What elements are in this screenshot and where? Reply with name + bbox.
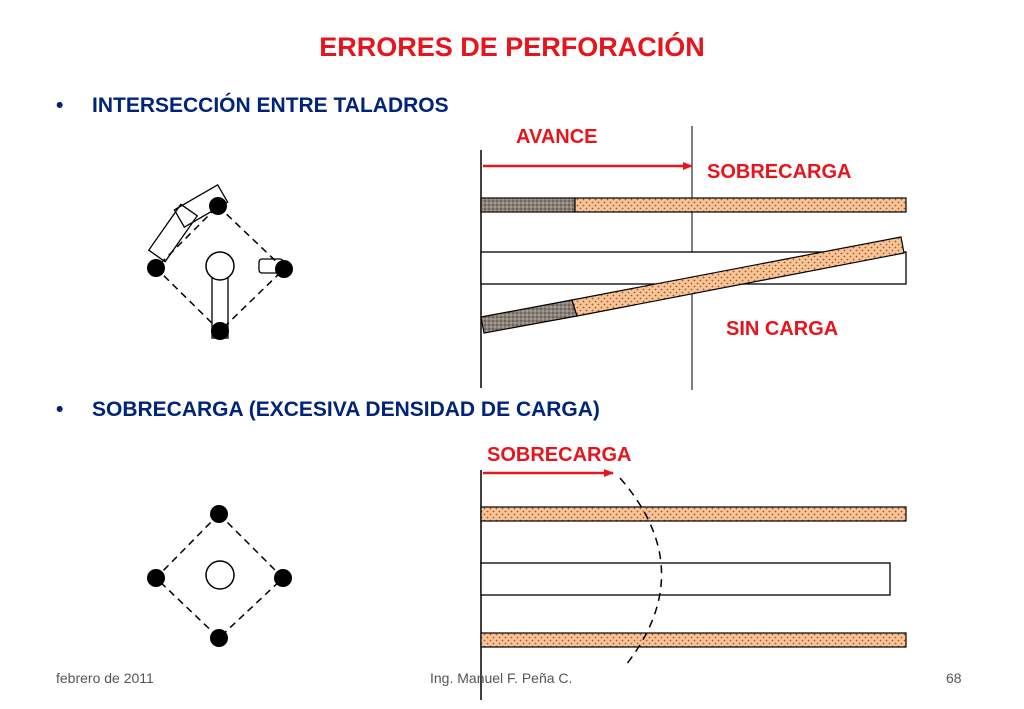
blast-hole	[210, 505, 228, 523]
bullet-dot: •	[56, 398, 64, 421]
explosive-charge	[480, 632, 907, 648]
blast-hole	[209, 197, 227, 215]
bullet-interseccion: • INTERSECCIÓN ENTRE TALADROS	[56, 94, 449, 118]
stemming	[480, 197, 576, 213]
blast-hole	[210, 629, 228, 647]
explosive-charge-inclined	[571, 236, 905, 317]
bullet-sobrecarga: • SOBRECARGA (EXCESIVA DENSIDAD DE CARGA)	[56, 398, 600, 422]
section-intersection	[480, 126, 907, 390]
explosive-charge	[480, 506, 907, 522]
blast-hole	[274, 569, 292, 587]
blast-hole	[147, 569, 165, 587]
bullet-sobrecarga-text: SOBRECARGA (EXCESIVA DENSIDAD DE CARGA)	[92, 398, 600, 421]
deviated-hole-outline	[147, 203, 199, 263]
label-avance: AVANCE	[516, 126, 598, 148]
hole-pattern-intersection	[147, 183, 293, 340]
hole-pattern-overload	[147, 505, 292, 647]
section-overload	[480, 469, 907, 700]
label-sobrecarga: SOBRECARGA	[707, 161, 852, 183]
overbreak-arc	[619, 477, 663, 666]
blast-hole	[275, 260, 293, 278]
pattern-outline	[154, 512, 285, 640]
empty-hole	[480, 562, 891, 596]
label-sobrecarga-2: SOBRECARGA	[487, 444, 632, 466]
stemming-inclined	[480, 299, 578, 334]
explosive-charge	[574, 197, 907, 213]
footer-date: febrero de 2011	[56, 670, 154, 686]
bullet-dot: •	[56, 94, 64, 117]
slide-title: ERRORES DE PERFORACIÓN	[319, 32, 705, 62]
blast-hole	[147, 259, 165, 277]
relief-hole	[205, 251, 235, 281]
label-sin-carga: SIN CARGA	[726, 318, 839, 340]
footer-page-number: 68	[946, 670, 962, 686]
bullet-interseccion-text: INTERSECCIÓN ENTRE TALADROS	[92, 94, 449, 117]
blast-hole	[211, 322, 229, 340]
footer-author: Ing. Manuel F. Peña C.	[430, 670, 573, 686]
deviated-hole-outline	[173, 183, 229, 229]
relief-hole	[205, 560, 235, 590]
